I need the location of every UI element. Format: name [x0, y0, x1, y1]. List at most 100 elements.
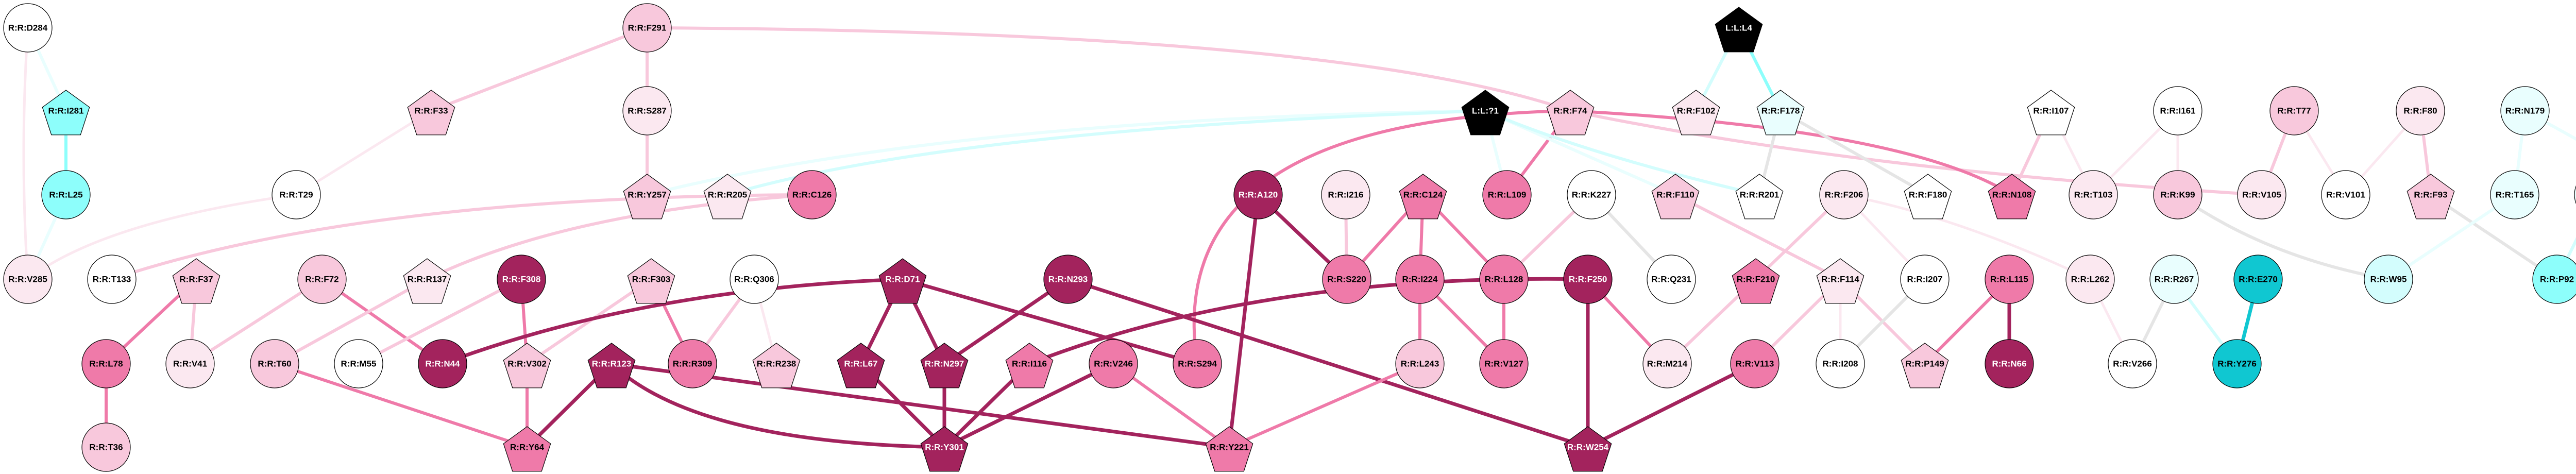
residue-node[interactable]: R:R:I107 [2027, 90, 2075, 136]
residue-node[interactable]: R:R:V285 [3, 255, 53, 304]
residue-node[interactable]: R:R:T60 [250, 339, 299, 388]
residue-node[interactable]: R:R:F93 [2406, 174, 2455, 219]
residue-node[interactable]: R:R:H90 [2574, 171, 2576, 219]
residue-node[interactable]: R:R:V113 [1730, 339, 1780, 388]
residue-node[interactable]: R:R:A120 [1233, 170, 1283, 219]
residue-node[interactable]: R:R:R238 [752, 343, 801, 388]
residue-node[interactable]: R:R:I207 [1900, 255, 1950, 304]
residue-node[interactable]: R:R:Y276 [2212, 339, 2262, 388]
residue-node[interactable]: R:R:F308 [497, 255, 546, 304]
circle-node-shape [2269, 86, 2319, 136]
residue-node[interactable]: R:R:T36 [81, 422, 131, 472]
residue-node[interactable]: R:R:V246 [1089, 339, 1138, 388]
residue-node[interactable]: R:R:V101 [2321, 170, 2370, 219]
residue-node[interactable]: R:R:F102 [1672, 90, 1720, 136]
residue-node[interactable]: R:R:T133 [87, 255, 137, 304]
residue-node[interactable]: R:R:Y301 [920, 426, 969, 472]
residue-node[interactable]: R:R:L128 [1479, 255, 1529, 304]
residue-node[interactable]: R:R:N44 [418, 339, 467, 388]
residue-node[interactable]: R:R:M55 [334, 339, 383, 388]
residue-node[interactable]: R:R:Y64 [503, 426, 551, 472]
residue-node[interactable]: R:R:M214 [1642, 339, 1692, 388]
residue-node[interactable]: R:R:K227 [1567, 170, 1616, 219]
residue-node[interactable]: R:R:L109 [1482, 170, 1532, 219]
residue-node[interactable]: R:R:D284 [3, 3, 53, 53]
residue-node[interactable]: R:R:F72 [297, 255, 347, 304]
residue-node[interactable]: R:R:V302 [503, 343, 551, 388]
residue-node[interactable]: R:R:F80 [2396, 86, 2445, 136]
node-label: R:R:V127 [1484, 359, 1523, 369]
residue-node[interactable]: R:R:Y221 [1205, 426, 1253, 472]
residue-node[interactable]: R:R:R309 [668, 339, 717, 388]
residue-node[interactable]: R:R:R205 [703, 174, 752, 219]
residue-node[interactable]: R:R:Y257 [623, 174, 671, 219]
residue-node[interactable]: R:R:Q306 [730, 255, 779, 304]
residue-node[interactable]: R:R:F206 [1819, 170, 1869, 219]
residue-node[interactable]: R:R:R201 [1735, 174, 1784, 219]
residue-node[interactable]: R:R:T77 [2269, 86, 2319, 136]
residue-node[interactable]: R:R:T165 [2490, 170, 2539, 219]
residue-node[interactable]: R:R:V105 [2237, 170, 2286, 219]
residue-node[interactable]: R:R:Q231 [1647, 255, 1696, 304]
interaction-edge [2387, 193, 2516, 281]
residue-node[interactable]: R:R:E270 [2233, 255, 2283, 304]
residue-node[interactable]: R:R:F33 [407, 90, 455, 136]
residue-node[interactable]: R:R:W254 [1564, 426, 1612, 472]
residue-node[interactable]: R:R:K99 [2153, 170, 2202, 219]
residue-node[interactable]: R:R:L67 [837, 343, 885, 388]
residue-node[interactable]: R:R:F291 [622, 3, 672, 53]
residue-node[interactable]: R:R:F210 [1732, 258, 1780, 304]
residue-node[interactable]: R:R:S287 [622, 86, 672, 136]
residue-node[interactable]: R:R:I208 [1816, 339, 1865, 388]
residue-node[interactable]: R:R:C126 [787, 170, 837, 219]
residue-node[interactable]: R:R:R267 [2149, 255, 2199, 304]
interaction-edge [1842, 193, 2092, 281]
residue-node[interactable]: R:R:I281 [42, 90, 90, 136]
residue-node[interactable]: R:R:P149 [1901, 343, 1949, 388]
residue-node[interactable]: R:R:F114 [1816, 258, 1865, 304]
residue-node[interactable]: R:R:F37 [172, 258, 221, 304]
circle-node-shape [2237, 170, 2286, 219]
pentagon-node-shape [2027, 90, 2075, 136]
residue-node[interactable]: R:R:F110 [1651, 174, 1700, 219]
residue-node[interactable]: R:R:V266 [2108, 339, 2157, 388]
residue-node[interactable]: R:R:S294 [1173, 339, 1222, 388]
node-label: R:R:I207 [1907, 275, 1943, 284]
residue-node[interactable]: R:R:T103 [2069, 170, 2118, 219]
node-label: L:L:L4 [1725, 23, 1752, 33]
residue-node[interactable]: R:R:I216 [1321, 170, 1370, 219]
residue-node[interactable]: R:R:I116 [1005, 343, 1054, 388]
residue-node[interactable]: R:R:T29 [272, 170, 321, 219]
residue-node[interactable]: R:R:N293 [1043, 255, 1093, 304]
residue-node[interactable]: R:R:W95 [2364, 255, 2413, 304]
residue-node[interactable]: R:R:L25 [41, 170, 91, 219]
residue-node[interactable]: R:R:V41 [165, 339, 215, 388]
residue-node[interactable]: R:R:F180 [1904, 174, 1952, 219]
residue-node[interactable]: R:R:C124 [1399, 174, 1447, 219]
residue-node[interactable]: R:R:L262 [2065, 255, 2115, 304]
residue-node[interactable]: R:R:P92 [2532, 255, 2576, 304]
residue-node[interactable]: L:L:L4 [1715, 7, 1763, 53]
residue-node[interactable]: R:R:N108 [1988, 174, 2036, 219]
node-label: R:R:L128 [1485, 275, 1523, 284]
circle-node-shape [1479, 339, 1529, 388]
residue-node[interactable]: R:R:L115 [1985, 255, 2034, 304]
residue-node[interactable]: R:R:L78 [81, 339, 131, 388]
residue-node[interactable]: R:R:V127 [1479, 339, 1529, 388]
residue-node[interactable]: R:R:F74 [1546, 90, 1595, 136]
residue-node[interactable]: R:R:N297 [920, 343, 969, 388]
residue-node[interactable]: R:R:N66 [1985, 339, 2034, 388]
node-label: R:R:F93 [2414, 190, 2447, 200]
residue-node[interactable]: R:R:I161 [2153, 86, 2202, 136]
residue-node[interactable]: R:R:F178 [1756, 90, 1805, 136]
residue-node[interactable]: R:R:I224 [1395, 255, 1445, 304]
residue-node[interactable]: R:R:S220 [1322, 255, 1371, 304]
residue-node[interactable]: R:R:F250 [1563, 255, 1613, 304]
residue-node[interactable]: R:R:F303 [627, 258, 675, 304]
residue-node[interactable]: R:R:R137 [403, 258, 451, 304]
residue-node[interactable]: R:R:D71 [878, 258, 927, 304]
residue-node[interactable]: R:R:R123 [587, 343, 636, 388]
residue-node[interactable]: L:L:?1 [1461, 90, 1510, 136]
residue-node[interactable]: R:R:L243 [1395, 339, 1445, 388]
residue-node[interactable]: R:R:N179 [2500, 86, 2550, 136]
